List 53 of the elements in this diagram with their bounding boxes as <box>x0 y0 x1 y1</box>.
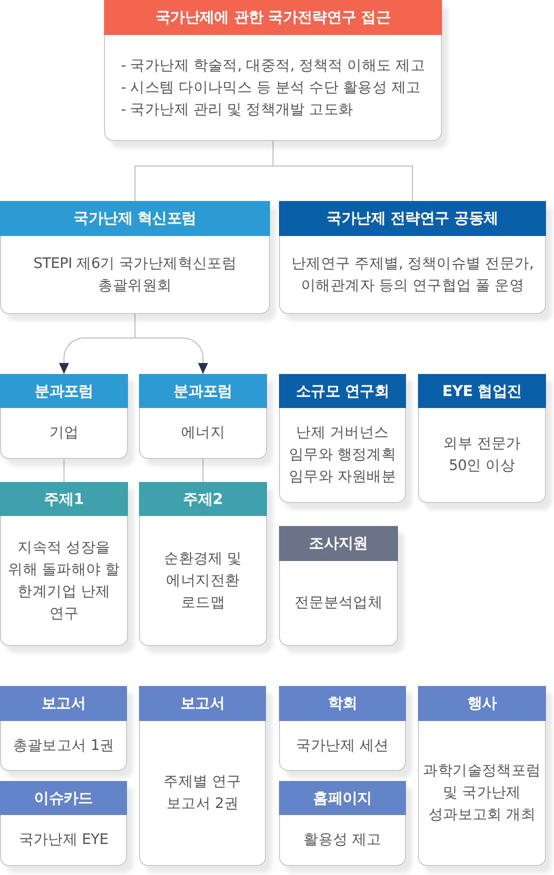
bullet-text: - 시스템 다이나믹스 등 분석 수단 활용성 제고 <box>120 78 421 98</box>
arrow <box>134 314 208 374</box>
card-text: 주제별 연구 보고서 2권 <box>164 773 242 814</box>
info-card <box>279 201 546 314</box>
info-card <box>0 201 270 314</box>
card-text: 총괄보고서 1권 <box>12 736 114 756</box>
card-text: 과학기술정책포럼 및 국가난제 성과보고회 개최 <box>423 762 541 825</box>
info-card <box>0 482 128 646</box>
info-card <box>0 781 127 866</box>
card-title: EYE 협업진 <box>418 374 546 408</box>
card-title: 보고서 <box>0 686 127 721</box>
info-card <box>139 686 266 866</box>
info-card <box>0 374 128 459</box>
card-text: 난제 거버넌스 임무와 행정계획 임무와 자원배분 <box>288 424 398 487</box>
card-title: 이슈카드 <box>0 781 127 815</box>
card-text: 전문분석업체 <box>294 594 383 613</box>
card-title: 국가난제 전략연구 공동체 <box>279 201 546 236</box>
info-card <box>418 686 546 866</box>
card-text: 난제연구 주제별, 정책이슈별 전문가, 이해관계자 등의 연구협업 풀 운영 <box>290 254 535 296</box>
bullet-text: - 국가난제 관리 및 정책개발 고도화 <box>120 100 354 120</box>
card-title: 홈페이지 <box>279 781 406 815</box>
card-title: 학회 <box>279 686 406 721</box>
card-text: 기업 <box>49 424 79 443</box>
bullet-text: - 국가난제 학술적, 대중적, 정책적 이해도 제고 <box>120 56 425 76</box>
card-title: 분과포럼 <box>139 374 267 408</box>
card-title: 보고서 <box>139 686 266 721</box>
connector-line <box>272 140 413 202</box>
card-text: 외부 전문가 50인 이상 <box>442 435 522 476</box>
info-card <box>0 686 127 771</box>
info-card <box>279 526 398 646</box>
card-text: 지속적 성장을 위해 돌파해야 할 한계기업 난제 연구 <box>7 538 121 624</box>
card-title: 분과포럼 <box>0 374 128 408</box>
card-title: 행사 <box>418 686 546 721</box>
info-card <box>104 0 442 141</box>
info-card <box>279 781 406 866</box>
card-title: 조사지원 <box>279 526 398 561</box>
info-card <box>279 374 406 503</box>
info-card <box>279 686 406 771</box>
card-text: 활용성 제고 <box>304 831 382 850</box>
card-text: 국가난제 EYE <box>18 831 108 850</box>
connector-line <box>202 458 204 482</box>
card-text: 순환경제 및 에너지전환 로드맵 <box>163 550 243 612</box>
card-title: 국가난제 혁신포럼 <box>0 201 270 236</box>
card-title: 소규모 연구회 <box>279 374 406 408</box>
card-title: 주제1 <box>0 482 128 516</box>
info-card <box>139 374 267 459</box>
info-card <box>139 482 267 646</box>
info-card <box>418 374 546 503</box>
card-title: 국가난제에 관한 국가전략연구 접근 <box>104 0 442 35</box>
card-title: 주제2 <box>139 482 267 516</box>
card-text: STEPI 제6기 국가난제혁신포럼 총괄위원회 <box>32 254 238 296</box>
card-text: 국가난제 세션 <box>296 736 389 756</box>
card-text: 에너지 <box>180 424 226 443</box>
